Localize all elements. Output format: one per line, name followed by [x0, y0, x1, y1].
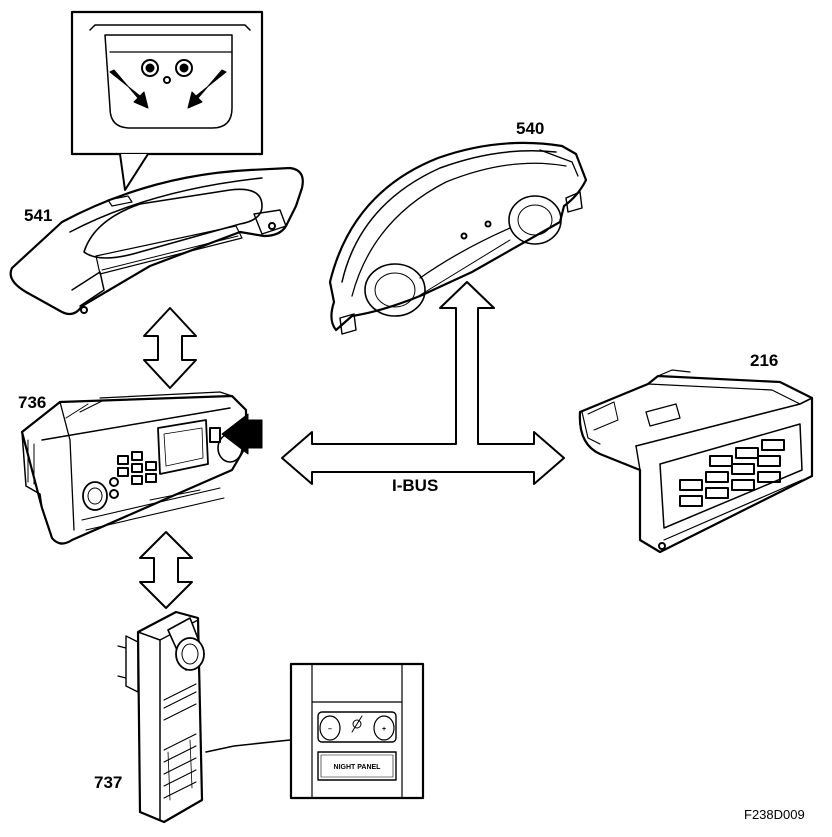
label-737: 737	[94, 773, 123, 792]
component-216-drawing	[578, 369, 814, 554]
label-540: 540	[516, 119, 545, 138]
night-panel-button-label: NIGHT PANEL	[334, 764, 382, 771]
component-737-drawing	[117, 610, 291, 824]
component-541-drawing	[9, 166, 304, 316]
label-736: 736	[18, 393, 47, 412]
detail-inset-737	[289, 662, 425, 800]
connection-arrows	[139, 281, 565, 609]
plus-button-label: +	[382, 726, 386, 733]
detail-inset-541	[70, 10, 264, 191]
minus-button-label: –	[328, 726, 332, 733]
component-540-drawing	[328, 141, 588, 335]
ibus-label: I-BUS	[392, 476, 439, 495]
label-541: 541	[24, 206, 53, 225]
label-216: 216	[750, 351, 779, 370]
figure-code: F238D009	[744, 807, 805, 822]
component-736-drawing	[20, 391, 263, 545]
